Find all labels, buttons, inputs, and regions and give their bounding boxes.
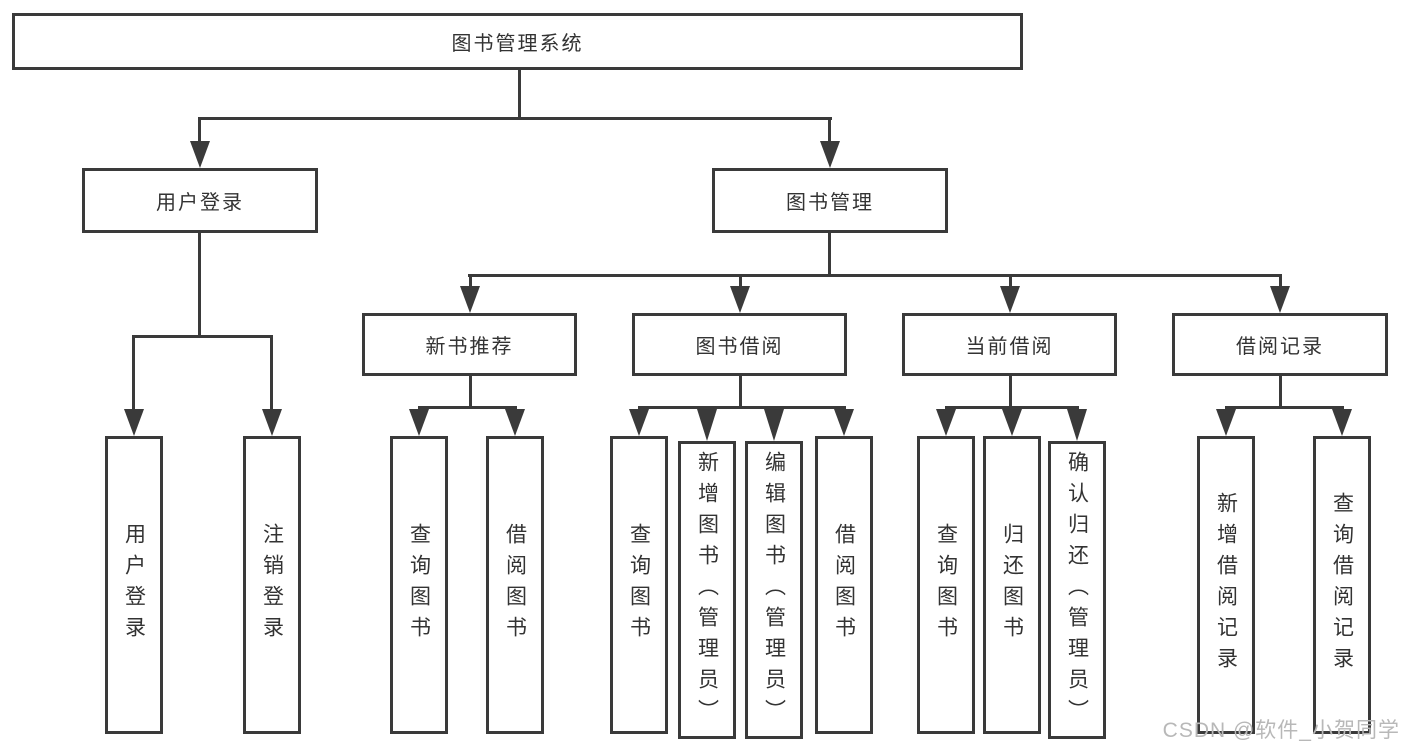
leaf-return-books: 归还图书 bbox=[983, 436, 1041, 734]
connector-recommend-bar bbox=[418, 406, 517, 409]
leaf-label: 查询图书 bbox=[407, 523, 431, 647]
node-borrowing-records: 借阅记录 bbox=[1172, 313, 1388, 376]
arrow-down-icon bbox=[697, 409, 717, 441]
arrow-down-icon bbox=[1270, 286, 1290, 313]
connector-level3-stem bbox=[469, 276, 472, 290]
connector-login-bar bbox=[132, 335, 273, 338]
leaf-label: 归还图书 bbox=[1000, 523, 1024, 647]
arrow-down-icon bbox=[1000, 286, 1020, 313]
leaf-query-books-borrow: 查询图书 bbox=[610, 436, 668, 734]
arrow-down-icon bbox=[936, 409, 956, 436]
connector-user-login-stem bbox=[198, 119, 201, 147]
connector-level3-stem bbox=[1009, 276, 1012, 290]
connector-records-stem bbox=[1279, 376, 1282, 409]
leaf-label: 用户登录 bbox=[122, 523, 146, 647]
leaf-label: 编辑图书（管理员） bbox=[762, 450, 786, 730]
node-label: 用户登录 bbox=[156, 192, 244, 214]
leaf-query-books-recommend: 查询图书 bbox=[390, 436, 448, 734]
connector-records-bar bbox=[1225, 406, 1344, 409]
leaf-label: 新增借阅记录 bbox=[1214, 492, 1238, 678]
leaf-query-books-current: 查询图书 bbox=[917, 436, 975, 734]
arrow-down-icon bbox=[1067, 409, 1087, 441]
connector-level3-stem bbox=[739, 276, 742, 290]
connector-login-stem bbox=[198, 233, 201, 338]
connector-current-bar bbox=[945, 406, 1079, 409]
connector-recommend-stem bbox=[469, 376, 472, 409]
node-new-book-recommendation: 新书推荐 bbox=[362, 313, 577, 376]
node-label: 新书推荐 bbox=[425, 336, 514, 358]
node-current-borrowing: 当前借阅 bbox=[902, 313, 1117, 376]
leaf-add-books-admin: 新增图书（管理员） bbox=[678, 441, 736, 739]
connector-book-mgmt-down bbox=[828, 233, 831, 277]
leaf-label: 确认归还（管理员） bbox=[1065, 450, 1089, 730]
connector-borrow-stem bbox=[739, 376, 742, 409]
node-label: 图书管理 bbox=[786, 192, 874, 214]
arrow-down-icon bbox=[1332, 409, 1352, 436]
leaf-query-borrow-record: 查询借阅记录 bbox=[1313, 436, 1371, 734]
leaf-user-login: 用户登录 bbox=[105, 436, 163, 734]
arrow-down-icon bbox=[820, 141, 840, 168]
connector-level3-bar bbox=[468, 274, 1282, 277]
node-user-login: 用户登录 bbox=[82, 168, 318, 233]
leaf-confirm-return-admin: 确认归还（管理员） bbox=[1048, 441, 1106, 739]
leaf-label: 查询图书 bbox=[627, 523, 651, 647]
node-book-management: 图书管理 bbox=[712, 168, 948, 233]
arrow-down-icon bbox=[629, 409, 649, 436]
connector-level2-bar bbox=[198, 117, 832, 120]
arrow-down-icon bbox=[190, 141, 210, 168]
leaf-label: 查询借阅记录 bbox=[1330, 492, 1354, 678]
leaf-borrow-books-recommend: 借阅图书 bbox=[486, 436, 544, 734]
node-library-management-system: 图书管理系统 bbox=[12, 13, 1023, 70]
leaf-logout: 注销登录 bbox=[243, 436, 301, 734]
leaf-label: 查询图书 bbox=[934, 523, 958, 647]
arrow-down-icon bbox=[460, 286, 480, 313]
node-label: 图书借阅 bbox=[695, 336, 784, 358]
leaf-label: 借阅图书 bbox=[832, 523, 856, 647]
arrow-down-icon bbox=[262, 409, 282, 436]
leaf-label: 新增图书（管理员） bbox=[695, 450, 719, 730]
connector-level3-stem bbox=[1279, 276, 1282, 290]
connector-current-stem bbox=[1009, 376, 1012, 409]
node-label: 图书管理系统 bbox=[451, 33, 584, 55]
arrow-down-icon bbox=[1002, 409, 1022, 436]
connector-login-leaf-stem bbox=[270, 337, 273, 412]
node-label: 借阅记录 bbox=[1236, 336, 1324, 358]
leaf-label: 注销登录 bbox=[260, 523, 284, 647]
connector-borrow-bar bbox=[638, 406, 846, 409]
connector-book-mgmt-stem bbox=[828, 119, 831, 147]
arrow-down-icon bbox=[505, 409, 525, 436]
arrow-down-icon bbox=[409, 409, 429, 436]
node-label: 当前借阅 bbox=[965, 336, 1054, 358]
connector-login-leaf-stem bbox=[132, 337, 135, 412]
leaf-edit-books-admin: 编辑图书（管理员） bbox=[745, 441, 803, 739]
arrow-down-icon bbox=[124, 409, 144, 436]
leaf-add-borrow-record: 新增借阅记录 bbox=[1197, 436, 1255, 734]
leaf-borrow-books: 借阅图书 bbox=[815, 436, 873, 734]
watermark: CSDN @软件_小贺同学 bbox=[1162, 719, 1400, 742]
arrow-down-icon bbox=[834, 409, 854, 436]
leaf-label: 借阅图书 bbox=[503, 523, 527, 647]
connector-root-stem bbox=[518, 70, 521, 118]
arrow-down-icon bbox=[764, 409, 784, 441]
arrow-down-icon bbox=[1216, 409, 1236, 436]
arrow-down-icon bbox=[730, 286, 750, 313]
node-book-borrowing: 图书借阅 bbox=[632, 313, 847, 376]
